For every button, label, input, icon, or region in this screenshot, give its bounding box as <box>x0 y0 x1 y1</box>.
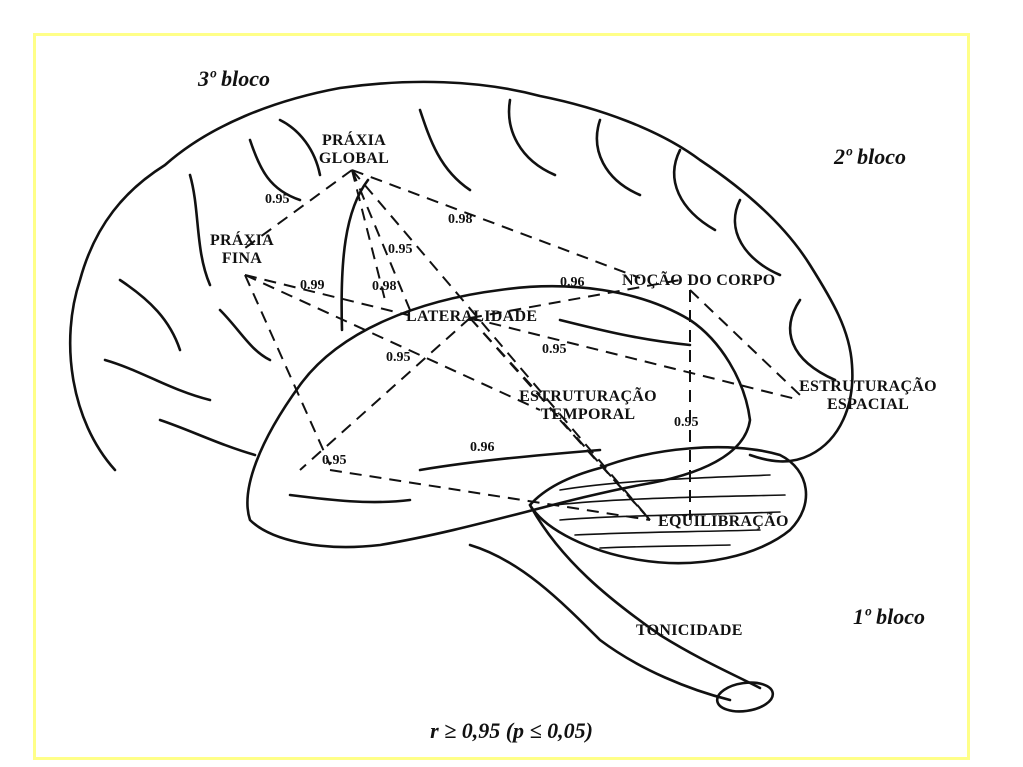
connector <box>244 274 331 466</box>
brainstem-outline <box>468 503 762 702</box>
node-nocao-do-corpo: NOÇÃO DO CORPO <box>622 272 776 289</box>
figure-frame <box>33 33 970 760</box>
coefficient-label: 0.99 <box>300 278 325 293</box>
block-label-second: 2º bloco <box>834 144 906 169</box>
node-estruturacao-espacial: ESTRUTURAÇÃO ESPACIAL <box>799 378 937 413</box>
connector <box>299 317 471 471</box>
brain-outline <box>68 80 854 472</box>
significance-formula: r ≥ 0,95 (p ≤ 0,05) <box>430 718 593 743</box>
brain-fold <box>418 108 472 192</box>
node-estruturacao-temporal: ESTRUTURAÇÃO TEMPORAL <box>519 388 657 423</box>
brain-fold <box>288 493 412 504</box>
coefficient-label: 0.98 <box>448 212 473 227</box>
coefficient-label: 0.95 <box>542 342 567 357</box>
coefficient-label: 0.95 <box>265 192 290 207</box>
coefficient-label: 0.95 <box>322 453 347 468</box>
spinal-cord-end <box>715 681 775 713</box>
brain-fold <box>248 138 302 202</box>
brain-fold <box>418 448 602 472</box>
coefficient-label: 0.95 <box>674 415 699 430</box>
block-label-first: 1º bloco <box>853 604 925 629</box>
brain-fold <box>218 308 272 362</box>
coefficient-label: 0.95 <box>388 242 413 257</box>
coefficient-label: 0.98 <box>372 279 397 294</box>
connector <box>329 469 651 521</box>
central-sulcus <box>340 178 370 332</box>
coefficient-label: 0.95 <box>386 350 411 365</box>
connector <box>244 274 541 411</box>
temporal-lobe-outline <box>246 284 752 549</box>
connector <box>351 169 651 521</box>
block-label-third: 3º bloco <box>198 66 270 91</box>
brain-fold <box>789 298 837 382</box>
brain-fold <box>103 358 212 402</box>
connector <box>244 169 353 249</box>
brain-fold <box>672 148 717 232</box>
connector <box>689 289 801 396</box>
brain-fold <box>158 418 257 457</box>
connector <box>351 169 386 301</box>
connector <box>351 169 411 311</box>
connector <box>244 274 409 316</box>
brain-fold <box>558 318 692 347</box>
node-equilibracao: EQUILIBRAÇÃO <box>658 513 789 530</box>
connector <box>351 169 641 279</box>
node-praxia-global: PRÁXIA GLOBAL <box>318 132 390 167</box>
brain-fold <box>595 118 642 197</box>
brain-fold <box>278 118 322 177</box>
connector <box>559 419 651 521</box>
brain-fold <box>188 173 212 287</box>
connector-lines <box>244 169 801 521</box>
connector <box>469 317 801 401</box>
node-tonicidade: TONICIDADE <box>636 622 743 639</box>
brain-fold <box>733 198 782 277</box>
connector <box>469 279 681 319</box>
coefficient-label: 0.96 <box>470 440 495 455</box>
brain-fold <box>118 278 182 352</box>
coefficient-label: 0.96 <box>560 275 585 290</box>
node-praxia-fina: PRÁXIA FINA <box>209 232 275 267</box>
brain-fold <box>507 98 557 177</box>
node-lateralidade: LATERALIDADE <box>406 308 538 325</box>
